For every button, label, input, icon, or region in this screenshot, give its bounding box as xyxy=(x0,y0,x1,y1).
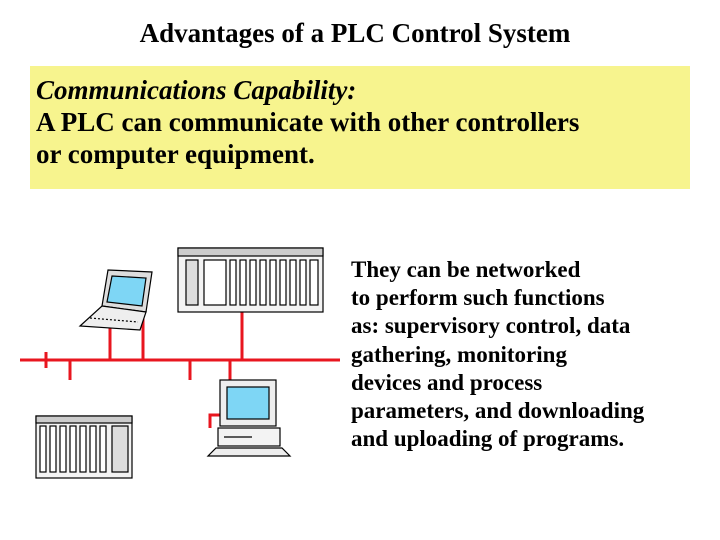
callout-box: Communications Capability: A PLC can com… xyxy=(30,66,690,189)
slide-title: Advantages of a PLC Control System xyxy=(139,18,571,48)
network-diagram xyxy=(20,247,340,479)
plc-rack-icon xyxy=(35,415,133,479)
callout-line-2: or computer equipment. xyxy=(36,139,315,169)
description-line: and uploading of programs. xyxy=(351,426,625,452)
description-text: They can be networked to perform such fu… xyxy=(351,256,716,453)
description-line: parameters, and downloading xyxy=(351,398,645,424)
callout-line-1: A PLC can communicate with other control… xyxy=(36,107,580,137)
desktop-computer-icon xyxy=(206,379,292,457)
description-line: to perform such functions xyxy=(351,285,605,311)
description-line: as: supervisory control, data xyxy=(351,313,631,339)
callout-heading: Communications Capability: xyxy=(36,75,357,105)
plc-rack-icon xyxy=(177,247,324,313)
description-line: devices and process xyxy=(351,369,543,395)
description-line: gathering, monitoring xyxy=(351,341,567,367)
network-bus xyxy=(20,312,340,428)
laptop-icon xyxy=(78,269,153,331)
description-line: They can be networked xyxy=(351,257,581,282)
